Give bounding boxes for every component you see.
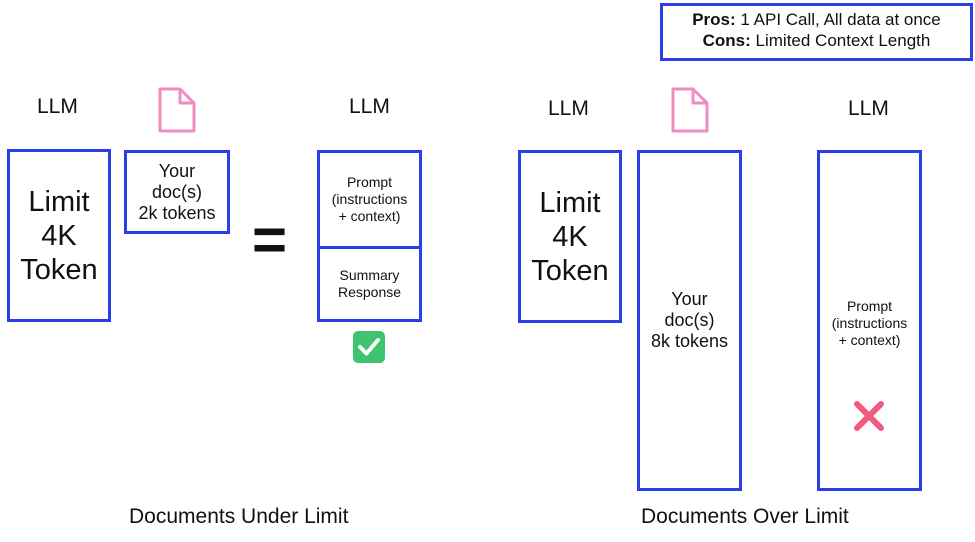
left-result-llm-label: LLM: [349, 95, 390, 118]
right-prompt-section: Prompt (instructions + context): [831, 297, 908, 348]
cross-icon: [854, 401, 884, 431]
left-result-box: Prompt (instructions + context) Summary …: [317, 150, 422, 322]
check-icon: [353, 331, 385, 363]
pros-text: 1 API Call, All data at once: [735, 10, 941, 29]
cons-line: Cons: Limited Context Length: [663, 30, 970, 51]
right-doc-box: Your doc(s) 8k tokens: [637, 150, 742, 491]
pros-cons-legend: Pros: 1 API Call, All data at once Cons:…: [660, 3, 973, 61]
right-result-llm-label: LLM: [848, 97, 889, 120]
right-llm-label: LLM: [548, 97, 589, 120]
document-icon: [671, 87, 709, 133]
left-prompt-section: Prompt (instructions + context): [320, 153, 419, 249]
pros-line: Pros: 1 API Call, All data at once: [663, 9, 970, 30]
left-limit-box: Limit 4K Token: [7, 149, 111, 322]
left-llm-label: LLM: [37, 95, 78, 118]
document-icon: [158, 87, 196, 133]
summary-response-section: Summary Response: [337, 267, 402, 300]
pros-label: Pros:: [692, 10, 736, 29]
left-doc-box: Your doc(s) 2k tokens: [124, 150, 230, 234]
left-caption: Documents Under Limit: [129, 505, 349, 528]
right-limit-box: Limit 4K Token: [518, 150, 622, 323]
cons-text: Limited Context Length: [750, 31, 931, 50]
right-caption: Documents Over Limit: [641, 505, 849, 528]
equals-sign: =: [252, 206, 288, 273]
cons-label: Cons:: [702, 31, 751, 50]
right-result-box: Prompt (instructions + context): [817, 150, 922, 491]
